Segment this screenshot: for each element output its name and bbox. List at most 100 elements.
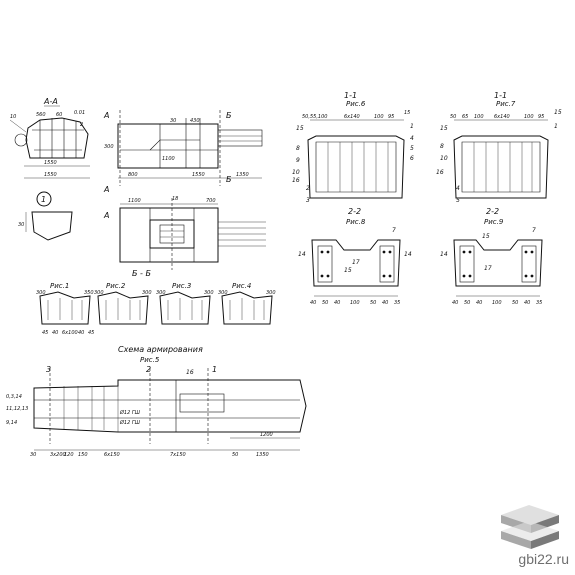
cut-mark: А bbox=[103, 185, 109, 194]
fig5-bottom-dim: 30 bbox=[30, 452, 36, 458]
section-dim: 50 bbox=[370, 300, 376, 306]
fig5-left-dim: 0,3,14 bbox=[6, 394, 22, 400]
fig5-bottom-dim: 7х150 bbox=[170, 452, 186, 458]
section-dim: 6х140 bbox=[494, 114, 510, 120]
section-dim: 50 bbox=[512, 300, 518, 306]
section-aa-dim: 60 bbox=[56, 112, 62, 118]
section-dim: 15 bbox=[404, 110, 410, 116]
fig5-mark: 2 bbox=[146, 365, 151, 374]
detail-1-label: 1 bbox=[41, 195, 46, 204]
section-mark: 9 bbox=[296, 157, 300, 164]
fig-label: Рис.7 bbox=[496, 100, 516, 108]
section-mark: 15 bbox=[554, 109, 562, 116]
section-dim: 100 bbox=[474, 114, 484, 120]
section-dim: 6х140 bbox=[344, 114, 360, 120]
section-mark: 7 bbox=[392, 227, 396, 234]
section-mark: 14 bbox=[440, 251, 448, 258]
section-22-fig8-view: 2-2 Рис.8 14 14 15 17 7 40 50 40 100 50 … bbox=[298, 207, 412, 306]
fig5-bottom-dim: 50 bbox=[232, 452, 238, 458]
fig-4: Рис.4 300 300 bbox=[218, 282, 276, 325]
section-label: 1-1 bbox=[494, 91, 507, 100]
section-dim: 40 bbox=[452, 300, 458, 306]
fig-dim: 40 bbox=[52, 330, 58, 336]
section-bb-label: Б - Б bbox=[132, 269, 151, 278]
section-dim: 40 bbox=[310, 300, 316, 306]
schema-title: Схема армирования bbox=[118, 345, 203, 354]
section-mark: 10 bbox=[292, 169, 300, 176]
section-dim: 40 bbox=[524, 300, 530, 306]
fig5-bottom-dim: 6х150 bbox=[104, 452, 120, 458]
section-dim: 35 bbox=[394, 300, 400, 306]
fig5-view: 3 2 1 16 0,3,14 11,12,13 9,14 3х200 150 … bbox=[6, 365, 307, 458]
section-mark: 5 bbox=[456, 197, 460, 204]
section-dim: 40 bbox=[382, 300, 388, 306]
section-aa-label: А-А bbox=[43, 97, 58, 106]
side-elevation-view: 430 30 300 1100 1550 1350 800 А Б А Б bbox=[103, 110, 263, 194]
elevation-dim: 1550 bbox=[192, 172, 205, 178]
section-mark: 15 bbox=[296, 125, 304, 132]
section-11-fig6-view: 1-1 Рис.6 50,55,100 6х140 100 95 15 15 8… bbox=[292, 91, 414, 204]
section-dim: 95 bbox=[388, 114, 394, 120]
section-aa-dim: 1550 bbox=[44, 160, 57, 166]
section-dim: 100 bbox=[350, 300, 360, 306]
fig-dim: 300 bbox=[156, 290, 166, 296]
elevation-dim: 300 bbox=[104, 144, 114, 150]
section-mark: 8 bbox=[296, 145, 300, 152]
fig-label: Рис.9 bbox=[484, 218, 504, 226]
fig5-mark: 3 bbox=[46, 365, 51, 374]
elevation-dim: 30 bbox=[170, 118, 176, 124]
fig5-label: Рис.5 bbox=[140, 356, 160, 364]
section-mark: 4 bbox=[456, 185, 460, 192]
fig-dim: 300 bbox=[204, 290, 214, 296]
fig-dim: 6х100 bbox=[62, 330, 78, 336]
fig-2: Рис.2 300 300 bbox=[94, 282, 152, 325]
fig5-left-dim: 11,12,13 bbox=[6, 406, 28, 412]
section-mark: 15 bbox=[440, 125, 448, 132]
section-mark: 2 bbox=[306, 185, 310, 192]
section-mark: 8 bbox=[440, 143, 444, 150]
section-mark: 3 bbox=[306, 197, 310, 204]
section-mark: 5 bbox=[410, 145, 414, 152]
fig-dim: 300 bbox=[218, 290, 228, 296]
fig5-left-dim: 9,14 bbox=[6, 420, 17, 426]
detail-1-dim: 30 bbox=[18, 222, 24, 228]
cut-mark: А bbox=[103, 211, 109, 220]
fig-dim: 350 bbox=[84, 290, 94, 296]
fig5-bottom-dim: 150 bbox=[78, 452, 88, 458]
fig-dim: 300 bbox=[36, 290, 46, 296]
fig5-note: Ø12 ГШ bbox=[119, 409, 141, 416]
section-dim: 65 bbox=[462, 114, 468, 120]
fig5-mark: 16 bbox=[186, 369, 194, 376]
section-aa-dim: 10 bbox=[10, 114, 16, 120]
cut-mark: А bbox=[103, 111, 109, 120]
section-label: 2-2 bbox=[486, 207, 499, 216]
fig-label: Рис.2 bbox=[106, 282, 126, 290]
fig5-bottom-dim: 1350 bbox=[256, 452, 269, 458]
stacked-slabs-icon bbox=[501, 505, 559, 549]
section-label: 2-2 bbox=[348, 207, 361, 216]
plan-dim: 18 bbox=[172, 196, 178, 202]
fig-label: Рис.6 bbox=[346, 100, 366, 108]
section-mark: 15 bbox=[482, 233, 490, 240]
plan-dim: 700 bbox=[206, 198, 216, 204]
section-dim: 100 bbox=[524, 114, 534, 120]
plan-dim: 1100 bbox=[128, 198, 141, 204]
section-dim: 100 bbox=[492, 300, 502, 306]
section-aa-view: А-А 10 1550 1550 560 60 0.01 2 bbox=[9, 97, 90, 179]
fig5-mark: 1 bbox=[212, 365, 217, 374]
watermark-text: gbi22.ru bbox=[518, 551, 569, 567]
fig-dim: 300 bbox=[266, 290, 276, 296]
section-mark: 1 bbox=[410, 123, 414, 130]
detail-1-view: 1 30 bbox=[18, 191, 73, 241]
elevation-dim: 800 bbox=[128, 172, 138, 178]
fig-dim: 40 bbox=[78, 330, 84, 336]
fig-label: Рис.8 bbox=[346, 218, 366, 226]
section-aa-dim: 1550 bbox=[44, 172, 57, 178]
fig5-note: Ø12 ГШ bbox=[119, 419, 141, 426]
section-dim: 40 bbox=[334, 300, 340, 306]
fig-dim: 45 bbox=[42, 330, 48, 336]
section-dim: 50 bbox=[322, 300, 328, 306]
section-mark: 16 bbox=[292, 177, 300, 184]
section-mark: 14 bbox=[298, 251, 306, 258]
